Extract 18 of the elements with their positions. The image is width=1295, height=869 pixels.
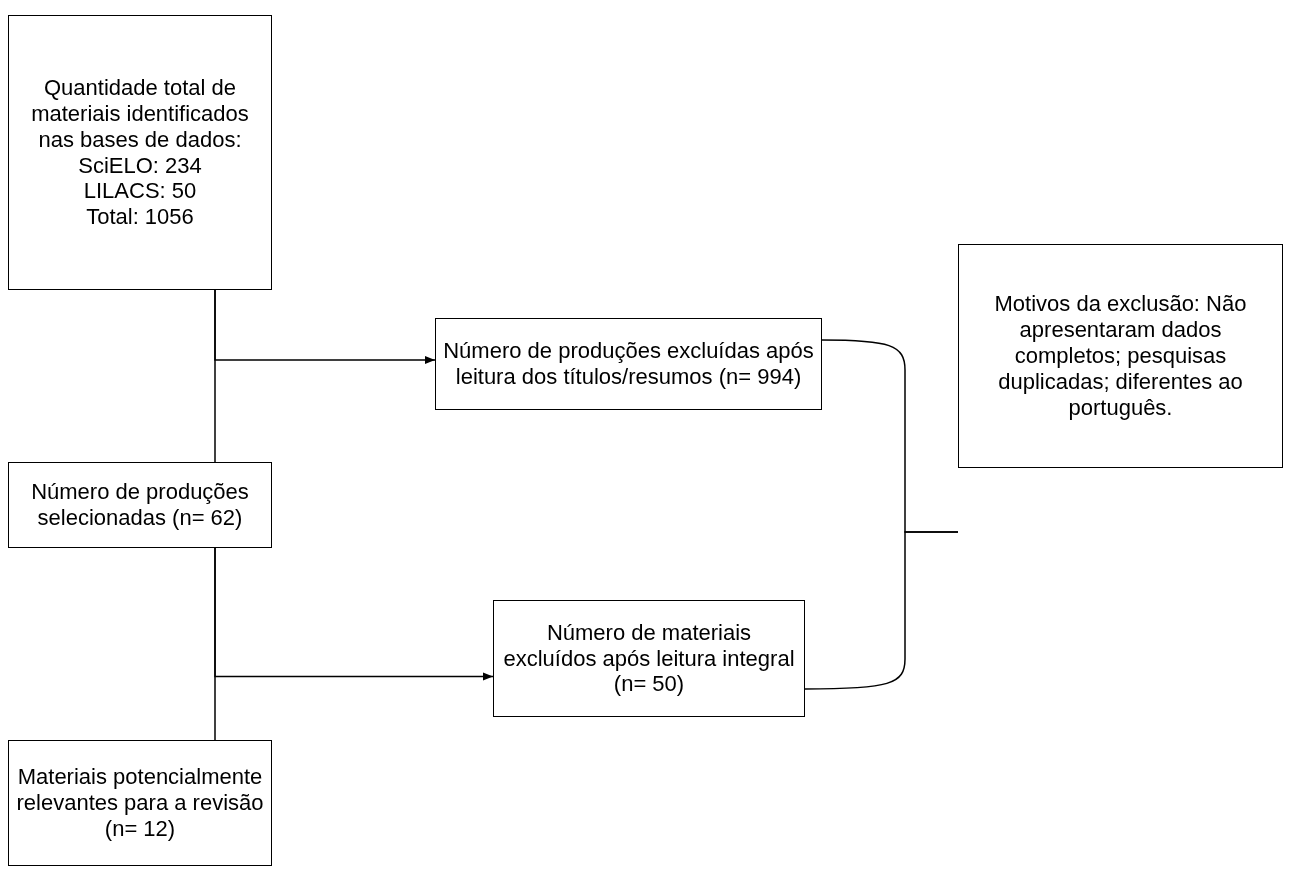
box-text: Número de produções excluídas após leitura dos títulos/resumos (n= 994) bbox=[442, 338, 815, 390]
process-box bbox=[8, 15, 272, 290]
box-text: Motivos da exclusão: Não apresentaram dados completos; pesquisas duplicadas; diferentes ao português. bbox=[993, 291, 1248, 421]
box-text: Número de materiais excluídos após leitura integral (n= 50) bbox=[502, 619, 796, 698]
process-box bbox=[8, 462, 272, 548]
process-box bbox=[435, 318, 822, 410]
box-text: Número de produções selecionadas (n= 62) bbox=[30, 479, 250, 531]
connector bbox=[804, 531, 959, 690]
box-text: SciELO: 234 bbox=[78, 152, 202, 179]
box-text: LILACS: 50 bbox=[83, 178, 197, 205]
process-box bbox=[493, 600, 805, 717]
box-text: Quantidade total de materiais identificados nas bases de dados: bbox=[30, 74, 250, 153]
box-text: Materiais potencialmente relevantes para a revisão (n= 12) bbox=[15, 764, 265, 842]
box-text: Total: 1056 bbox=[86, 204, 194, 231]
process-box bbox=[958, 244, 1283, 468]
connector bbox=[214, 547, 494, 681]
process-box bbox=[8, 740, 272, 866]
connector bbox=[214, 289, 436, 364]
